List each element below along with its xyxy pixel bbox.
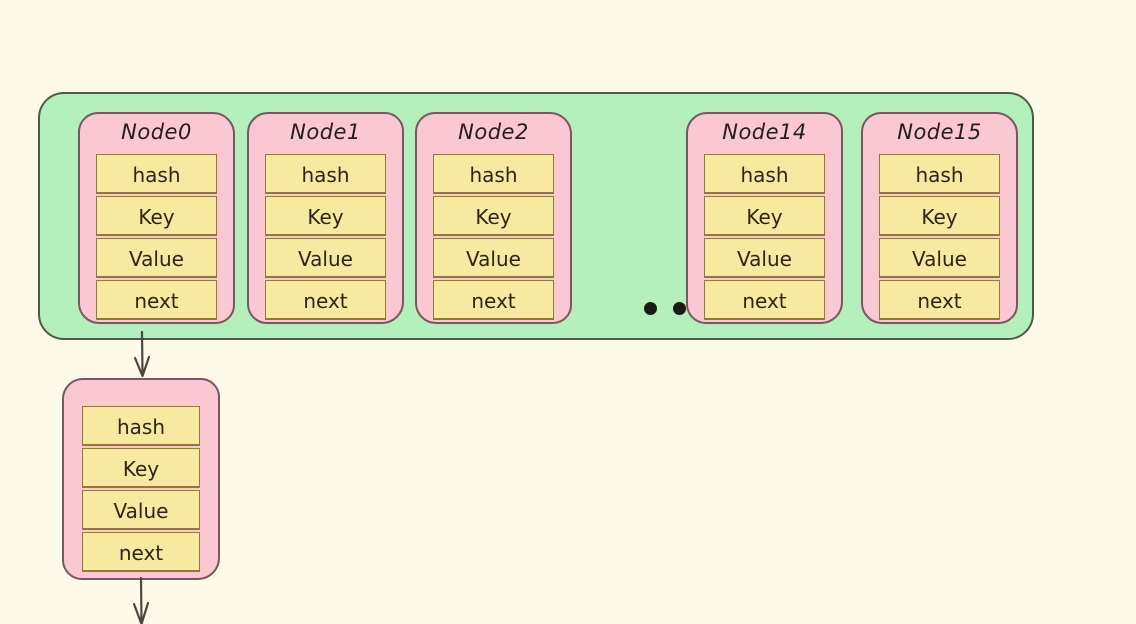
field-value: Value (96, 238, 217, 278)
node-title: Node2 (458, 120, 529, 144)
field-hash: hash (82, 406, 200, 446)
field-value: Value (265, 238, 386, 278)
ellipsis-dot (644, 301, 657, 315)
node-box-2[interactable]: Node2 hash Key Value next (415, 112, 572, 324)
node-fields: hash Key Value next (704, 154, 825, 320)
node-fields: hash Key Value next (265, 154, 386, 320)
field-value: Value (433, 238, 554, 278)
field-key: Key (433, 196, 554, 236)
node-box-1[interactable]: Node1 hash Key Value next (247, 112, 404, 324)
arrow-overflow-to-next (132, 576, 150, 624)
field-key: Key (704, 196, 825, 236)
field-next: next (82, 532, 200, 572)
field-hash: hash (433, 154, 554, 194)
node-fields: hash Key Value next (433, 154, 554, 320)
field-key: Key (265, 196, 386, 236)
field-value: Value (704, 238, 825, 278)
field-key: Key (82, 448, 200, 488)
field-hash: hash (704, 154, 825, 194)
overflow-node-box[interactable]: hash Key Value next (62, 378, 220, 580)
node-fields: hash Key Value next (82, 406, 200, 572)
field-next: next (879, 280, 1000, 320)
node-box-0[interactable]: Node0 hash Key Value next (78, 112, 235, 324)
node-title: Node0 (121, 120, 192, 144)
field-next: next (704, 280, 825, 320)
field-next: next (265, 280, 386, 320)
node-title: Node1 (290, 120, 361, 144)
field-next: next (433, 280, 554, 320)
node-box-15[interactable]: Node15 hash Key Value next (861, 112, 1018, 324)
node-box-14[interactable]: Node14 hash Key Value next (686, 112, 843, 324)
field-next: next (96, 280, 217, 320)
field-value: Value (82, 490, 200, 530)
ellipsis-dot (672, 301, 686, 315)
field-key: Key (879, 196, 1000, 236)
field-hash: hash (879, 154, 1000, 194)
field-key: Key (96, 196, 217, 236)
field-hash: hash (265, 154, 386, 194)
node-title: Node14 (722, 120, 807, 144)
field-hash: hash (96, 154, 217, 194)
node-fields: hash Key Value next (96, 154, 217, 320)
field-value: Value (879, 238, 1000, 278)
node-fields: hash Key Value next (879, 154, 1000, 320)
bucket-array: Node0 hash Key Value next Node1 hash Key… (38, 92, 1034, 340)
node-title: Node15 (897, 120, 982, 144)
